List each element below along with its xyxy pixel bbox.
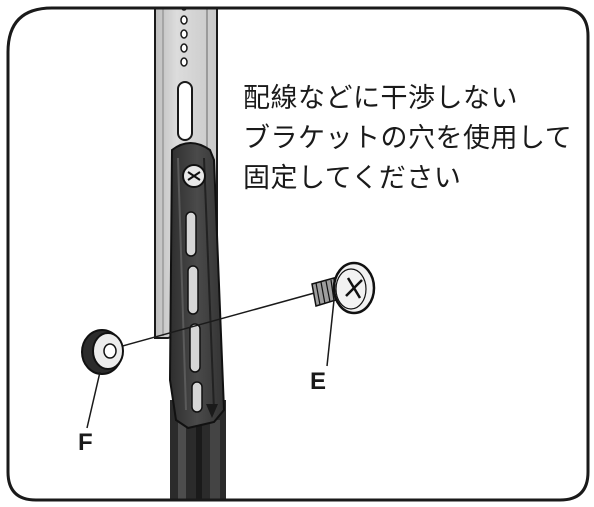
instruction-line: ブラケットの穴を使用して [243, 123, 573, 154]
screw-label: E [310, 368, 327, 395]
screw-e-icon [311, 261, 376, 315]
instruction-text: 配線などに干渉しない ブラケットの穴を使用して 固定してください [243, 79, 583, 199]
rail-slot [177, 81, 193, 141]
assembly-guide-line [107, 291, 319, 351]
mounting-bracket [168, 142, 226, 430]
rounded-frame [6, 6, 590, 502]
leader-line-e [326, 299, 335, 367]
top-screw-icon [182, 164, 206, 188]
leader-line-f [86, 371, 101, 429]
instruction-line: 配線などに干渉しない [243, 83, 518, 114]
cap-f-icon [81, 329, 124, 375]
cap-label: F [78, 429, 93, 456]
instruction-line: 固定してください [243, 163, 462, 194]
rail-holes [180, 8, 188, 67]
bracket-slots [185, 211, 203, 413]
